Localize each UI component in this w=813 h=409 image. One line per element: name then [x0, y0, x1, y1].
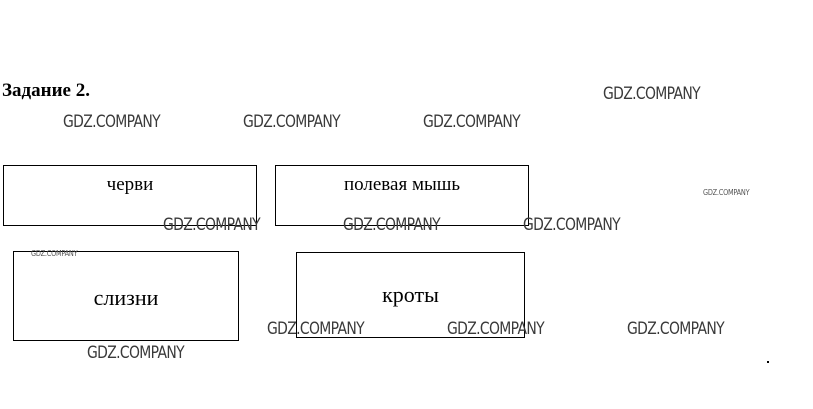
task-title: Задание 2. — [2, 80, 90, 101]
watermark: GDZ.COMPANY — [87, 343, 185, 363]
stray-dot — [767, 361, 769, 363]
watermark: GDZ.COMPANY — [267, 319, 365, 339]
watermark: GDZ.COMPANY — [447, 319, 545, 339]
watermark: GDZ.COMPANY — [343, 215, 441, 235]
watermark: GDZ.COMPANY — [163, 215, 261, 235]
watermark: GDZ.COMPANY — [603, 84, 701, 104]
watermark: GDZ.COMPANY — [63, 112, 161, 132]
watermark: GDZ.COMPANY — [627, 319, 725, 339]
box-slugs-label: слизни — [93, 285, 159, 310]
box-worms: черви — [3, 165, 257, 226]
watermark: GDZ.COMPANY — [523, 215, 621, 235]
box-field-mouse-label: полевая мышь — [343, 174, 461, 195]
watermark-small: GDZ.COMPANY — [31, 249, 78, 258]
box-slugs: слизни — [13, 251, 239, 341]
watermark-small: GDZ.COMPANY — [703, 188, 750, 197]
box-moles-label: кроты — [382, 282, 439, 307]
box-field-mouse: полевая мышь — [275, 165, 529, 226]
watermark: GDZ.COMPANY — [423, 112, 521, 132]
watermark: GDZ.COMPANY — [243, 112, 341, 132]
box-worms-label: черви — [106, 174, 154, 195]
box-moles: кроты — [296, 252, 525, 338]
